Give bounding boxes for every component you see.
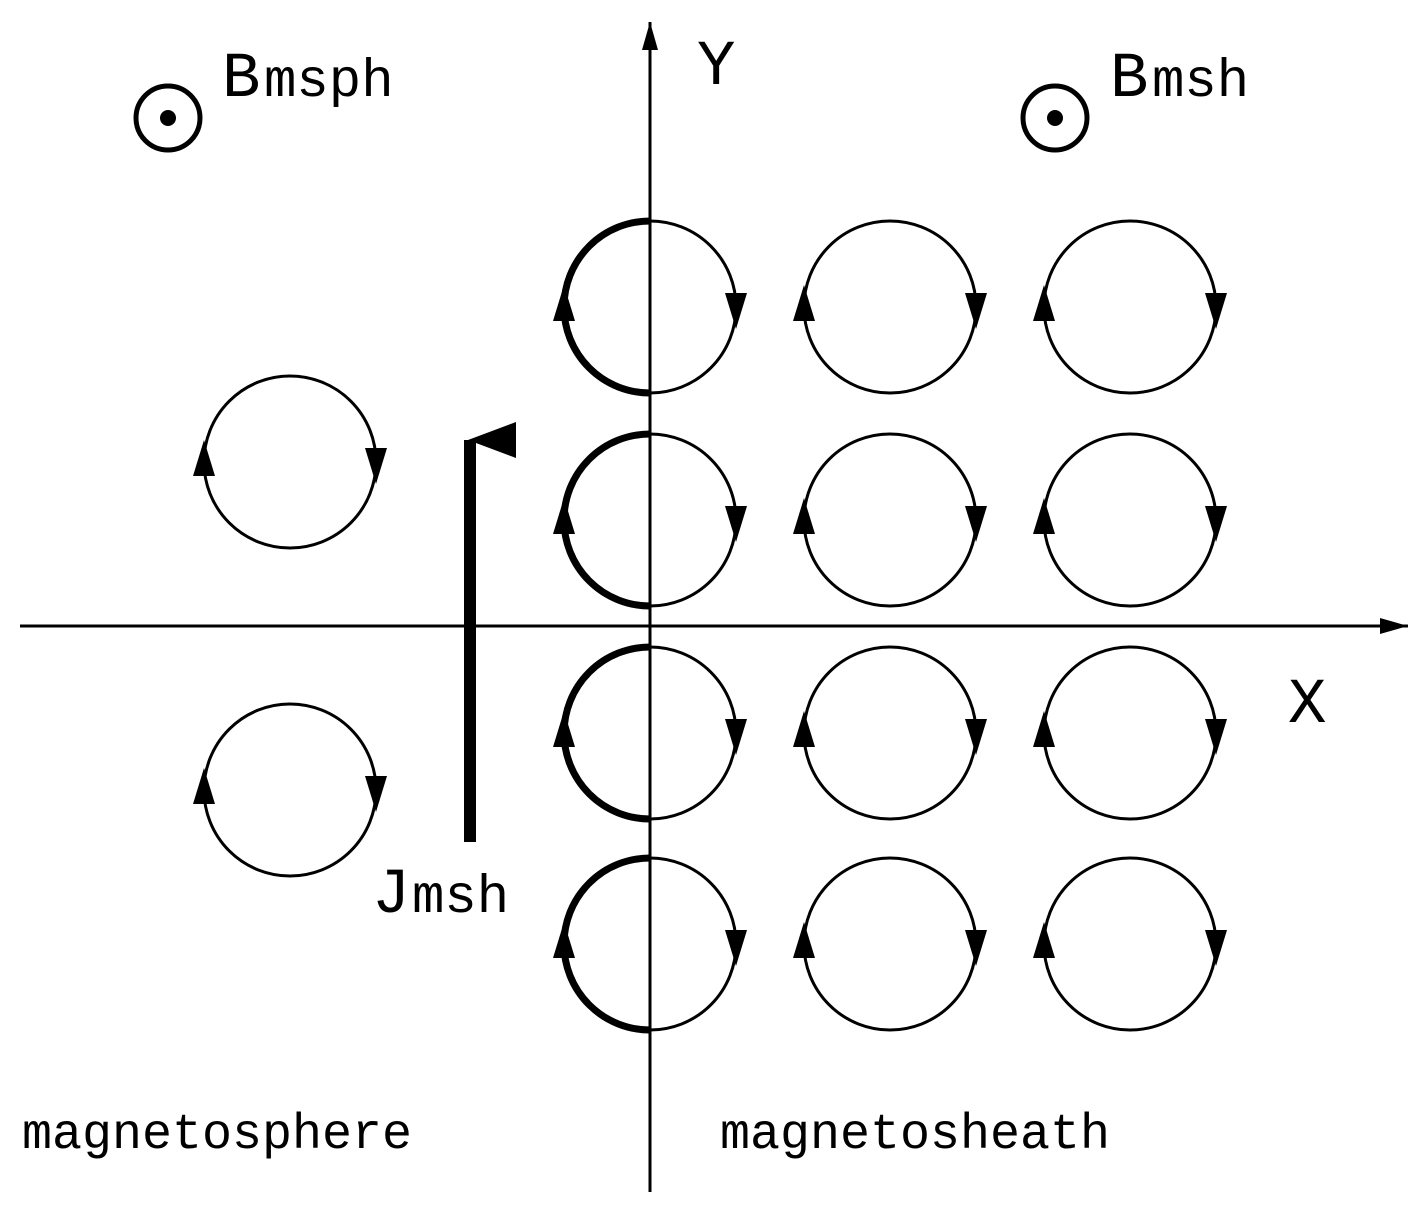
gyration-orbits [193,217,1227,1034]
svg-text:msh: msh [1152,52,1249,113]
region-magnetosphere-label: magnetosphere [22,1107,412,1164]
y-axis-label: Y [697,32,735,104]
region-magnetosheath-label: magnetosheath [720,1107,1110,1164]
svg-text:J: J [372,860,410,932]
gyration-orbit-icon [193,374,387,550]
gyration-orbit-icon [793,219,987,395]
gyration-orbit-icon [193,702,387,878]
svg-text:msph: msph [264,52,394,113]
b-msh-label: B msh [1110,44,1249,116]
b-msph-label: B msph [222,44,394,116]
field-out-of-page-icon [1020,83,1090,153]
j-msh-label: J msh [372,860,509,932]
x-axis-label: X [1288,670,1326,742]
svg-text:B: B [1110,44,1148,116]
gyration-orbit-icon [553,643,747,823]
gyration-orbit-icon [553,217,747,397]
svg-text:B: B [222,44,260,116]
svg-text:msh: msh [412,868,509,929]
gyration-orbit-icon [1033,432,1227,608]
gyration-orbit-icon [793,856,987,1032]
gyration-orbit-icon [1033,219,1227,395]
gyration-orbit-icon [793,645,987,821]
gyration-orbit-icon [553,854,747,1034]
gyration-orbit-icon [793,432,987,608]
gyration-orbit-icon [1033,645,1227,821]
field-out-of-page-icon [133,83,203,153]
gyration-orbit-icon [553,430,747,610]
gyration-orbit-icon [1033,856,1227,1032]
